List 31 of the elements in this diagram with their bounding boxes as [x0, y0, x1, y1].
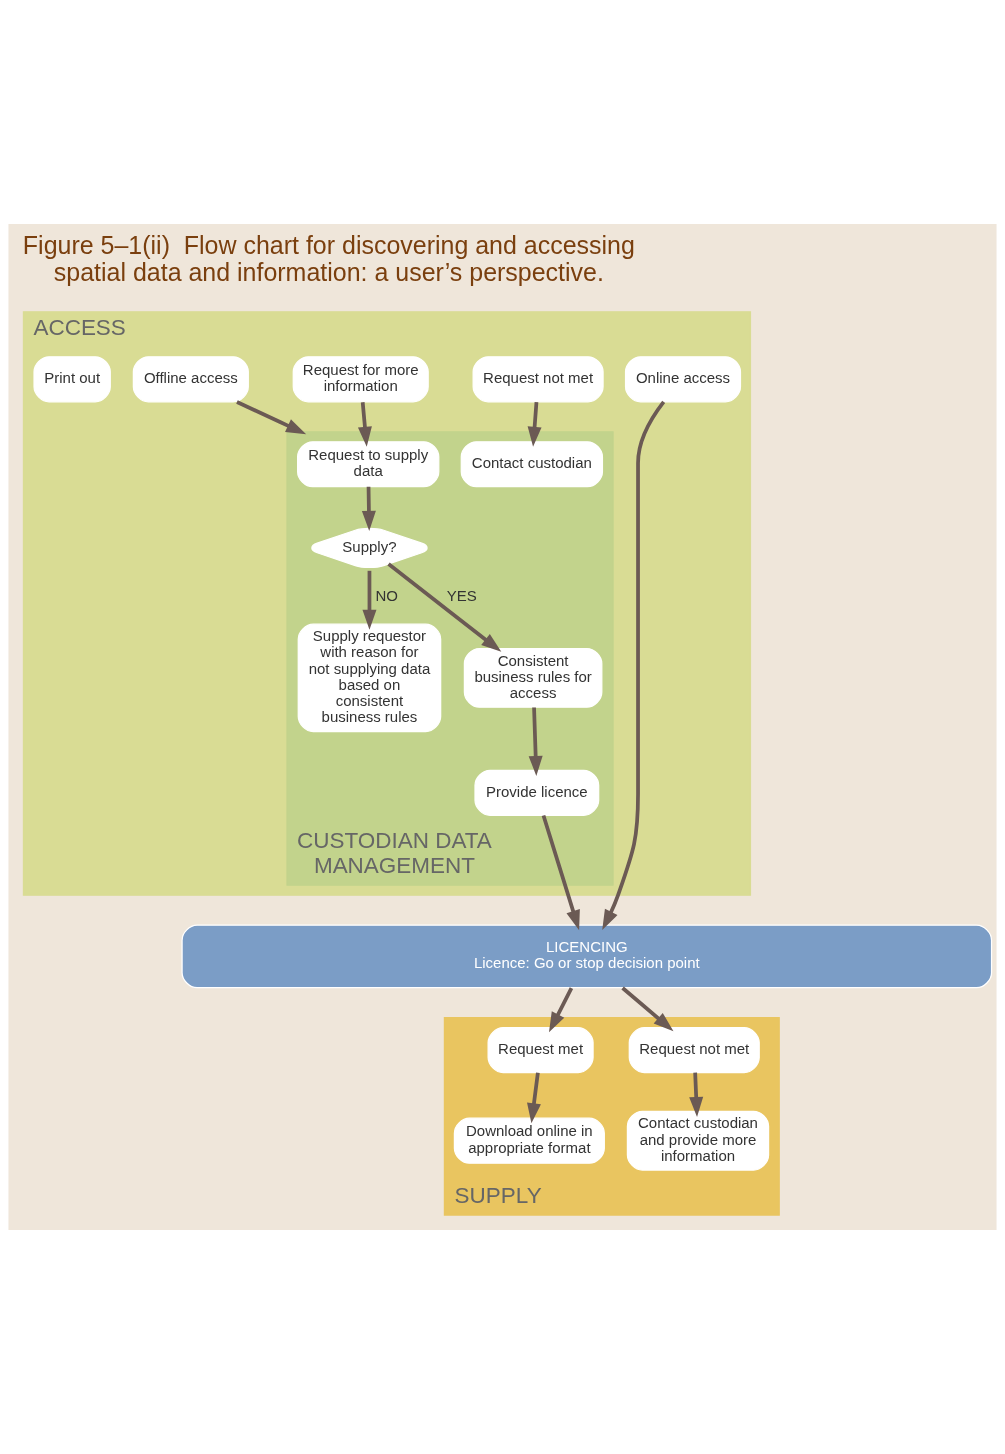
arrow [361, 486, 376, 531]
node-box: Print out [33, 356, 111, 403]
node-box: Request met [487, 1027, 594, 1074]
node-box: Contact custodian [460, 441, 604, 488]
node-box: Request not met [472, 356, 604, 403]
arrow [527, 1072, 541, 1124]
node-box: Provide licence [474, 769, 600, 816]
arrow [548, 987, 574, 1033]
arrow [236, 400, 307, 435]
node-box: Contact custodian and provide more information [626, 1110, 770, 1171]
node-box: Offline access [132, 356, 249, 403]
arrow [528, 707, 543, 776]
node-box: Online access [624, 356, 742, 403]
node-box: LICENCING Licence: Go or stop decision point [181, 924, 993, 989]
arrow [357, 402, 372, 447]
arrow [621, 986, 674, 1032]
node-box: Request for more information [292, 356, 429, 403]
arrow [602, 400, 666, 930]
arrow [541, 814, 580, 931]
edge-label: NO [375, 587, 398, 605]
node-box: Request not met [628, 1027, 760, 1074]
node-box: Download online in appropriate format [453, 1117, 605, 1164]
arrow [689, 1072, 704, 1117]
arrow [387, 562, 502, 652]
node-box: Consistent business rules for access [463, 647, 603, 708]
arrow [527, 402, 542, 447]
node-box: Supply requestor with reason for not supplying data based on consistent business rules [297, 623, 442, 733]
node-box: Request to supply data [297, 441, 440, 488]
arrow [362, 570, 377, 630]
diagram-title: Figure 5–1(ii) Flow chart for discovering and accessing spatial data and information: a user’s perspective. [22, 230, 635, 287]
edge-label: YES [446, 587, 477, 605]
